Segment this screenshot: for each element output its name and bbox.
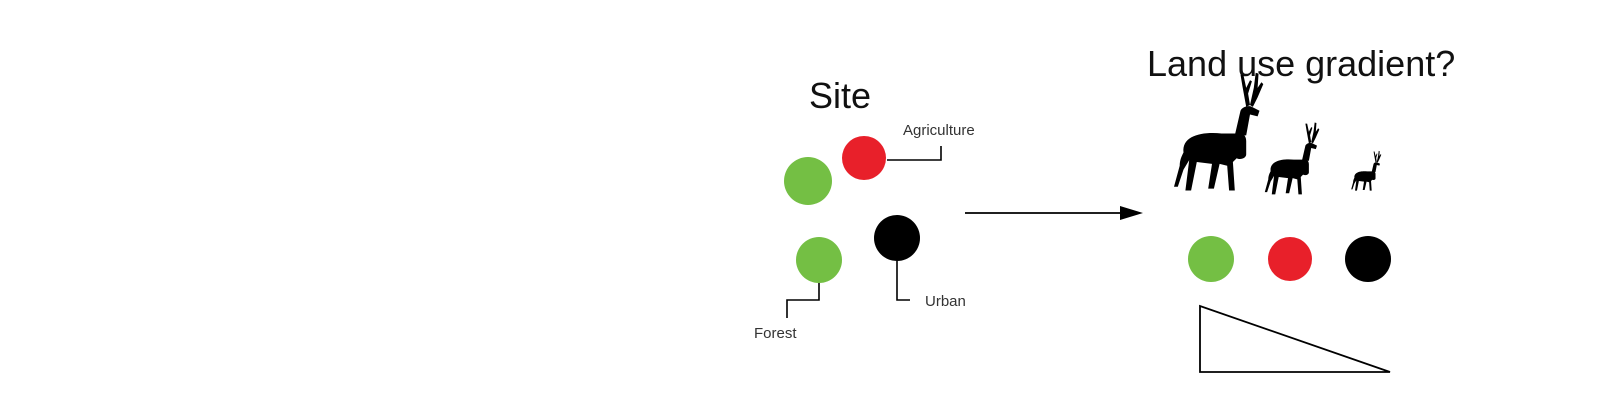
deer-large-icon [1174, 72, 1264, 191]
triangle-gradient-icon [1199, 304, 1391, 373]
arrow-right-icon [965, 206, 1143, 220]
gradient-title: Land use gradient? [1147, 43, 1455, 84]
deer-small-icon [1351, 150, 1382, 191]
site-agriculture-dot [842, 136, 886, 180]
forest-label: Forest [754, 325, 797, 342]
urban-label: Urban [925, 293, 966, 310]
gradient-agriculture-dot [1268, 237, 1312, 281]
forest-leader-line [786, 283, 820, 318]
urban-leader-line [896, 261, 910, 301]
agriculture-label: Agriculture [903, 122, 975, 139]
site-forest-dot-top [784, 157, 832, 205]
site-forest-dot-bottom [796, 237, 842, 283]
gradient-forest-dot [1188, 236, 1234, 282]
agriculture-leader-line [887, 146, 942, 161]
site-title: Site [809, 75, 871, 116]
gradient-urban-dot [1345, 236, 1391, 282]
site-urban-dot [874, 215, 920, 261]
deer-medium-icon [1264, 122, 1320, 195]
